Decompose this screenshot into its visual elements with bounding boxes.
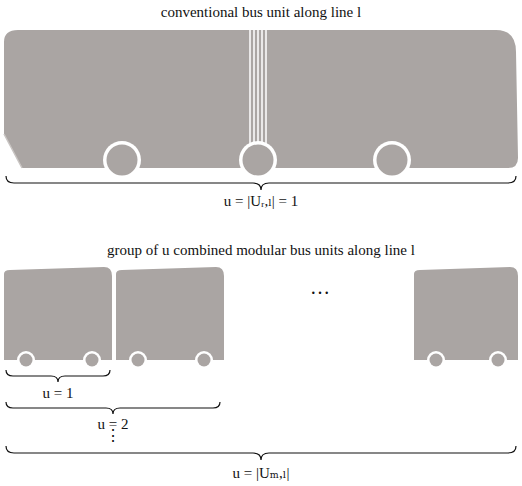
rear-edge bbox=[4, 134, 22, 168]
heading-text: conventional bus unit along line l bbox=[161, 4, 361, 21]
ellipsis: ⋮ bbox=[105, 427, 121, 445]
heading-text: group of u combined modular bus units al… bbox=[107, 242, 415, 259]
ellipsis: … bbox=[310, 276, 330, 298]
module-wheels bbox=[17, 351, 507, 369]
braces bbox=[6, 176, 516, 460]
modular-units bbox=[4, 267, 518, 360]
dimension-label: u = |Uₘ,ₗ| bbox=[233, 465, 290, 482]
dimension-label: u = 1 bbox=[43, 385, 74, 402]
dimension-label: u = |Uᵣ,ₗ| = 1 bbox=[224, 193, 299, 210]
bus-wheels bbox=[103, 141, 411, 179]
